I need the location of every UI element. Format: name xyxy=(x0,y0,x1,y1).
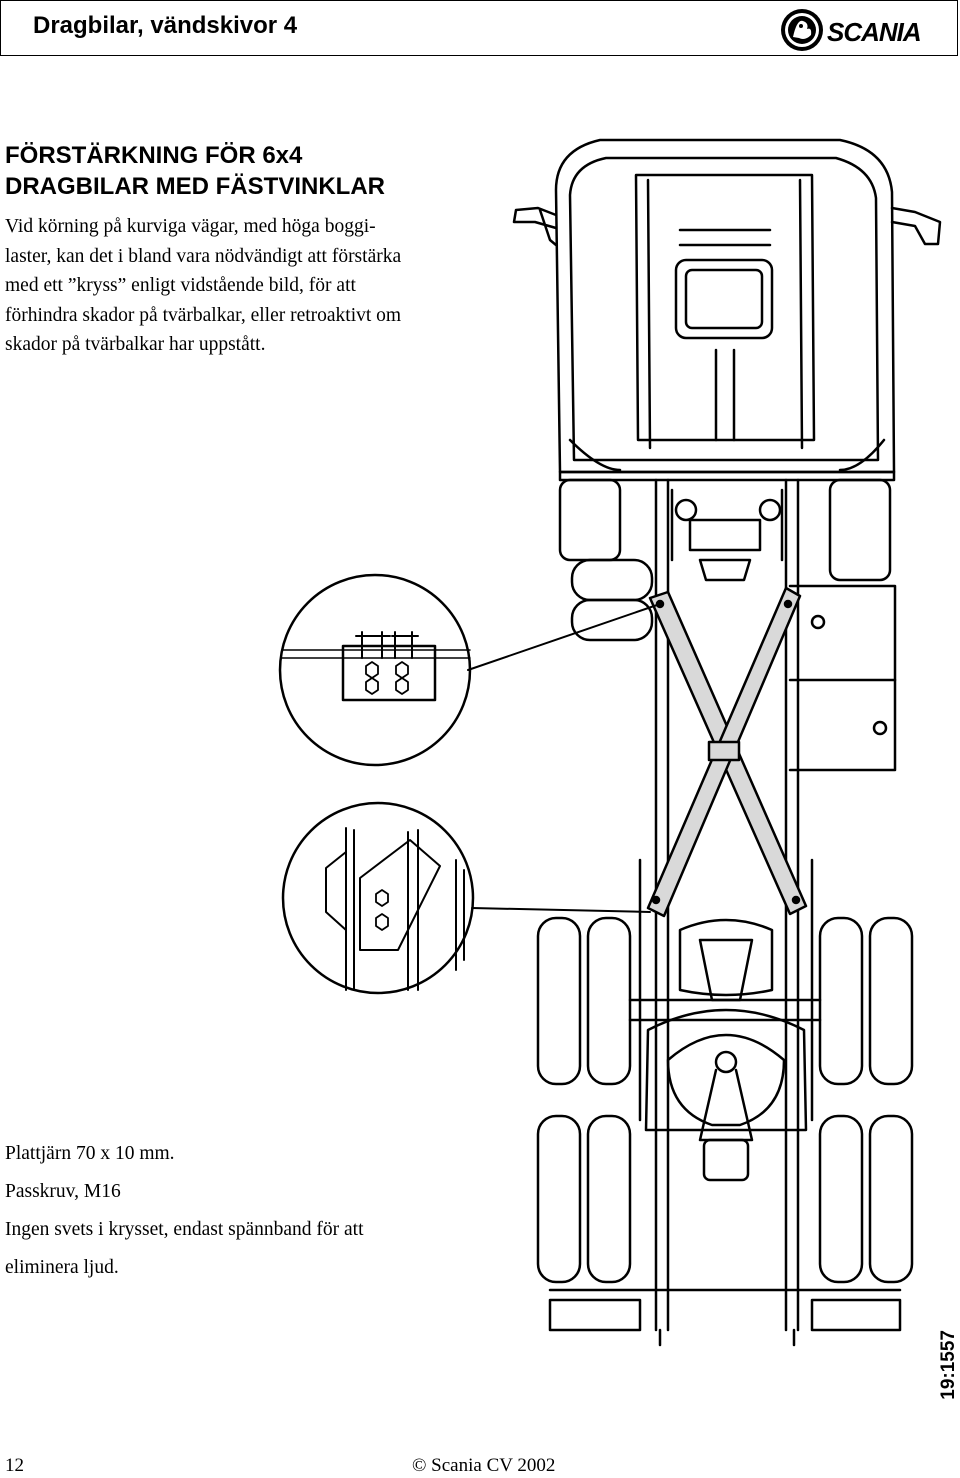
caption-bolt: Passkruv, M16 xyxy=(5,1181,121,1202)
copyright: © Scania CV 2002 xyxy=(412,1455,556,1476)
caption-no-weld-cont: eliminera ljud. xyxy=(5,1257,119,1278)
mirror-right xyxy=(890,206,942,246)
figure-id: 19:1557 xyxy=(936,1330,959,1430)
page-number: 12 xyxy=(5,1455,24,1476)
caption-flat-bar: Plattjärn 70 x 10 mm. xyxy=(5,1143,175,1164)
figure-id-text: 19:1557 xyxy=(938,1330,959,1400)
body-line: laster, kan det i bland vara nödvändigt … xyxy=(5,245,402,267)
cab-outline xyxy=(554,138,896,482)
heading-line-2: DRAGBILAR MED FÄSTVINKLAR xyxy=(5,173,385,200)
section-heading: FÖRSTÄRKNING FÖR 6x4 DRAGBILAR MED FÄSTV… xyxy=(5,140,385,202)
caption-no-weld: Ingen svets i krysset, endast spännband … xyxy=(5,1219,364,1240)
detail-callout-top xyxy=(278,573,661,767)
body-line: förhindra skador på tvärbalkar, eller re… xyxy=(5,304,402,326)
griffin-emblem-icon xyxy=(781,9,823,51)
body-line: skador på tvärbalkar har uppstått. xyxy=(5,334,266,355)
cross-reinforcement xyxy=(646,586,808,918)
side-tank xyxy=(788,584,897,772)
rear-end xyxy=(548,1288,902,1347)
body-paragraph: Vid körning på kurviga vägar, med höga b… xyxy=(5,212,475,360)
detail-callout-bottom xyxy=(281,801,651,995)
heading-line-1: FÖRSTÄRKNING FÖR 6x4 xyxy=(5,142,303,169)
mirror-left xyxy=(512,206,558,247)
fifth-wheel xyxy=(644,1008,808,1182)
body-line: med ett ”kryss” enligt vidstående bild, … xyxy=(5,275,356,296)
scania-logo: SCANIA xyxy=(779,7,949,53)
body-line: Vid körning på kurviga vägar, med höga b… xyxy=(5,216,376,237)
logo-wordmark: SCANIA xyxy=(827,17,922,47)
page-header: Dragbilar, vändskivor 4 SCANIA xyxy=(0,0,958,56)
header-title: Dragbilar, vändskivor 4 xyxy=(33,12,298,39)
axle-housing xyxy=(628,918,822,1022)
front-components xyxy=(558,478,892,642)
rear-wheels xyxy=(536,916,914,1284)
